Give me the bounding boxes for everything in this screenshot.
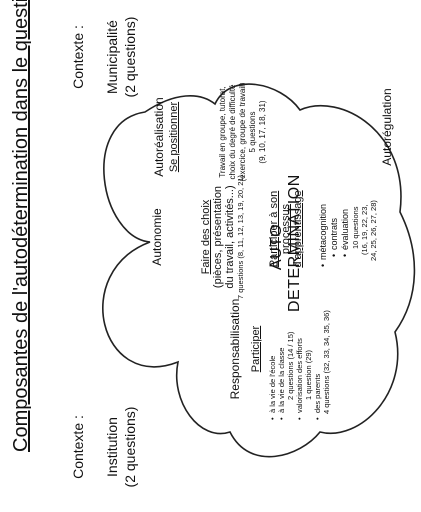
autorealisation-line2: choix du degré de difficulté — [228, 84, 237, 180]
autoregulation-subtitle2: processus — [280, 203, 292, 255]
autorealisation-line1: Travail en groupe, tutorat, — [218, 86, 227, 178]
responsabilisation-item4: des parents — [313, 300, 322, 420]
autoregulation-subtitle3: d'apprentissage — [292, 190, 304, 268]
responsabilisation-label: Responsabilisation — [228, 298, 242, 400]
responsabilisation-item3: valorisation des efforts — [295, 300, 304, 420]
autoregulation-questions3: 24, 25, 26, 27, 28) — [369, 200, 378, 261]
autorealisation-questions2: (9, 10, 17, 18, 31) — [258, 100, 267, 164]
responsabilisation-item2-q: 2 questions (14 / 15) — [286, 331, 295, 400]
autoregulation-item1: métacognition — [318, 157, 329, 267]
autoregulation-questions2: (16, 19, 22, 23, — [360, 204, 369, 255]
responsabilisation-list: à la vie de l'école à la vie de la class… — [268, 300, 331, 420]
responsabilisation-subtitle: Participer — [250, 325, 262, 373]
autorealisation-label: Autoréalisation — [152, 97, 166, 177]
responsabilisation-item4-q: 4 questions (32, 33, 34, 35, 36) — [322, 310, 331, 414]
autonomie-subtitle: Faire des choix — [200, 199, 212, 275]
autorealisation-subtitle: Se positionner — [168, 92, 180, 182]
autonomie-label: Autonomie — [150, 208, 164, 266]
autoregulation-item2: contrats — [329, 157, 340, 257]
autoregulation-questions1: 10 questions — [351, 206, 360, 249]
autoregulation-subtitle-block: Participer à son processus d'apprentissa… — [268, 174, 304, 284]
autorealisation-subtitle-text: Se positionner — [168, 101, 180, 173]
autoregulation-item3: évaluation — [340, 157, 351, 257]
cloud-path — [102, 83, 416, 458]
responsabilisation-item1: à la vie de l'école — [268, 300, 277, 420]
autoregulation-subtitle1: Participer à son — [268, 190, 280, 268]
responsabilisation-item2: à la vie de la classe — [277, 300, 286, 420]
autoregulation-label: Autorégulation — [380, 88, 394, 166]
autorealisation-block: Travail en groupe, tutorat, choix du deg… — [218, 77, 268, 187]
autorealisation-questions1: 5 questions — [248, 111, 257, 153]
autoregulation-list: métacognition contrats évaluation 10 que… — [318, 157, 378, 267]
autorealisation-line3: (exercice, groupe de travail) — [238, 82, 247, 182]
responsabilisation-item3-q: 1 question (29) — [304, 349, 313, 400]
